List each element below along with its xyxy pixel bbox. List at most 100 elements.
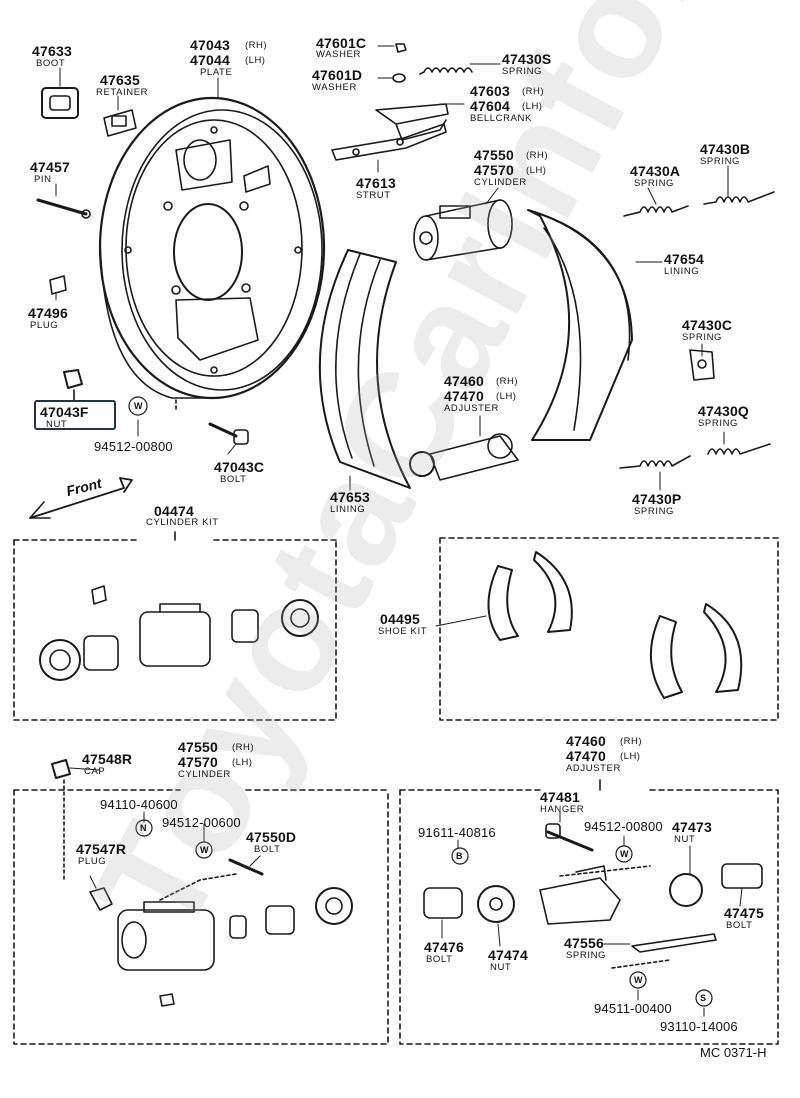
- bolt-47043c-drawing: [208, 422, 249, 445]
- strut-drawing: [331, 123, 447, 161]
- part-name-pin: PIN: [34, 174, 52, 185]
- part-number-washer-c[interactable]: 47601C: [316, 35, 367, 51]
- part-number-cap[interactable]: 47548R: [82, 751, 133, 767]
- part-number-cylinder-kit[interactable]: 04474: [154, 503, 194, 519]
- part-number-spring-c[interactable]: 47430C: [682, 317, 733, 333]
- adjuster-rh-side: (RH): [496, 376, 519, 387]
- part-number-bolt-40816[interactable]: 91611-40816: [418, 825, 496, 840]
- part-number-bellcrank-rh[interactable]: 47603: [470, 83, 510, 99]
- part-number-plate-rh[interactable]: 47043: [190, 37, 230, 53]
- part-number-cylinder-lh[interactable]: 47570: [474, 162, 514, 178]
- washer-marker-w3: W: [620, 849, 630, 859]
- washer-marker-w2: W: [200, 845, 210, 855]
- part-name-cylinder: CYLINDER: [474, 177, 527, 188]
- adjuster-detail-rh-side: (RH): [620, 736, 643, 747]
- part-number-plate-lh[interactable]: 47044: [190, 52, 230, 68]
- part-number-cylinder-detail-lh[interactable]: 47570: [178, 754, 218, 770]
- part-name-bolt-47476: BOLT: [426, 954, 453, 965]
- part-name-cap: CAP: [84, 766, 106, 777]
- part-name-nut-47474: NUT: [490, 962, 512, 973]
- washer-marker-w4: W: [634, 975, 644, 985]
- cylinder-kit-box: [13, 531, 337, 721]
- part-number-lining-right[interactable]: 47654: [664, 251, 704, 267]
- part-name-washer-c: WASHER: [316, 49, 361, 60]
- part-name-lining-right: LINING: [664, 266, 700, 277]
- part-name-cylinder-detail: CYLINDER: [178, 769, 231, 780]
- part-number-spring-s[interactable]: 47430S: [502, 51, 552, 67]
- plate-lh-side: (LH): [245, 55, 266, 66]
- part-number-14006[interactable]: 93110-14006: [660, 1019, 738, 1034]
- spring-47430s-drawing: [419, 67, 473, 75]
- retainer-drawing: [103, 109, 137, 137]
- part-number-bellcrank-lh[interactable]: 47604: [470, 98, 510, 114]
- part-number-adjuster-detail-lh[interactable]: 47470: [566, 748, 606, 764]
- pin-drawing: [36, 198, 91, 219]
- right-shoe-drawing: [527, 209, 633, 441]
- part-number-bolt-47475[interactable]: 47475: [724, 905, 764, 921]
- part-name-cylinder-kit: CYLINDER KIT: [146, 517, 219, 528]
- part-number-washer-d[interactable]: 47601D: [312, 67, 363, 83]
- adjuster-lh-side: (LH): [496, 391, 517, 402]
- part-number-washer-00800[interactable]: 94512-00800: [94, 439, 173, 454]
- part-number-washer-00400[interactable]: 94511-00400: [594, 1001, 672, 1016]
- front-arrow-drawing: [29, 477, 133, 519]
- part-name-shoe-kit: SHOE KIT: [378, 626, 428, 637]
- part-number-boot[interactable]: 47633: [32, 43, 72, 59]
- part-number-retainer[interactable]: 47635: [100, 72, 140, 88]
- part-name-nut-47043f: NUT: [46, 419, 68, 430]
- part-number-bolt-47043c[interactable]: 47043C: [214, 459, 265, 475]
- part-name-hanger: HANGER: [540, 804, 585, 815]
- part-number-spring-47556[interactable]: 47556: [564, 935, 604, 951]
- part-number-lining-left[interactable]: 47653: [330, 489, 370, 505]
- part-name-spring-s: SPRING: [502, 66, 543, 77]
- part-name-plug-47547r: PLUG: [78, 856, 107, 867]
- cylinder-detail-lh-side: (LH): [232, 757, 253, 768]
- part-number-bolt-47476[interactable]: 47476: [424, 939, 464, 955]
- part-name-adjuster: ADJUSTER: [444, 403, 499, 414]
- part-name-adjuster-detail: ADJUSTER: [566, 763, 621, 774]
- part-number-hanger[interactable]: 47481: [540, 789, 580, 805]
- spring-47430c-drawing: [689, 349, 715, 381]
- part-name-retainer: RETAINER: [96, 87, 149, 98]
- part-number-plug-47547r[interactable]: 47547R: [76, 841, 127, 857]
- part-number-plug[interactable]: 47496: [28, 305, 68, 321]
- adjuster-detail-box: [399, 779, 779, 1045]
- part-number-cylinder-rh[interactable]: 47550: [474, 147, 514, 163]
- backing-plate-drawing: [98, 96, 326, 413]
- part-number-nut-47474[interactable]: 47474: [488, 947, 528, 963]
- part-number-spring-q[interactable]: 47430Q: [698, 403, 750, 419]
- part-number-nut-47043f[interactable]: 47043F: [40, 404, 89, 420]
- cylinder-detail-rh-side: (RH): [232, 742, 255, 753]
- part-number-spring-p[interactable]: 47430P: [632, 491, 682, 507]
- part-number-nut-40600[interactable]: 94110-40600: [100, 797, 178, 812]
- part-number-spring-b[interactable]: 47430B: [700, 141, 751, 157]
- part-name-spring-q: SPRING: [698, 418, 739, 429]
- part-number-adjuster-detail-rh[interactable]: 47460: [566, 733, 606, 749]
- wheel-cylinder-drawing: [413, 199, 513, 261]
- part-number-pin[interactable]: 47457: [30, 159, 70, 175]
- part-number-washer-00800b[interactable]: 94512-00800: [584, 819, 663, 834]
- spring-47430a-drawing: [623, 205, 689, 217]
- part-number-washer-00600[interactable]: 94512-00600: [162, 815, 241, 830]
- spring-47430p-drawing: [619, 455, 691, 469]
- part-name-washer-d: WASHER: [312, 82, 357, 93]
- part-number-bolt-47550d[interactable]: 47550D: [246, 829, 297, 845]
- left-shoe-drawing: [318, 249, 411, 489]
- bellcrank-lh-side: (LH): [522, 101, 543, 112]
- part-number-spring-a[interactable]: 47430A: [630, 163, 681, 179]
- part-number-cylinder-detail-rh[interactable]: 47550: [178, 739, 218, 755]
- part-number-strut[interactable]: 47613: [356, 175, 396, 191]
- cylinder-detail-box: [13, 759, 389, 1045]
- plate-rh-side: (RH): [245, 40, 268, 51]
- part-name-spring-c: SPRING: [682, 332, 723, 343]
- part-number-adjuster-lh[interactable]: 47470: [444, 388, 484, 404]
- shoe-kit-box: [439, 537, 779, 721]
- part-number-nut-47473[interactable]: 47473: [672, 819, 712, 835]
- part-name-spring-b: SPRING: [700, 156, 741, 167]
- part-number-adjuster-rh[interactable]: 47460: [444, 373, 484, 389]
- nut-marker-n: N: [140, 823, 148, 833]
- part-name-nut-47473: NUT: [674, 834, 696, 845]
- part-name-boot: BOOT: [36, 58, 66, 69]
- selected-part-highlight[interactable]: [34, 400, 116, 430]
- part-number-shoe-kit[interactable]: 04495: [380, 611, 420, 627]
